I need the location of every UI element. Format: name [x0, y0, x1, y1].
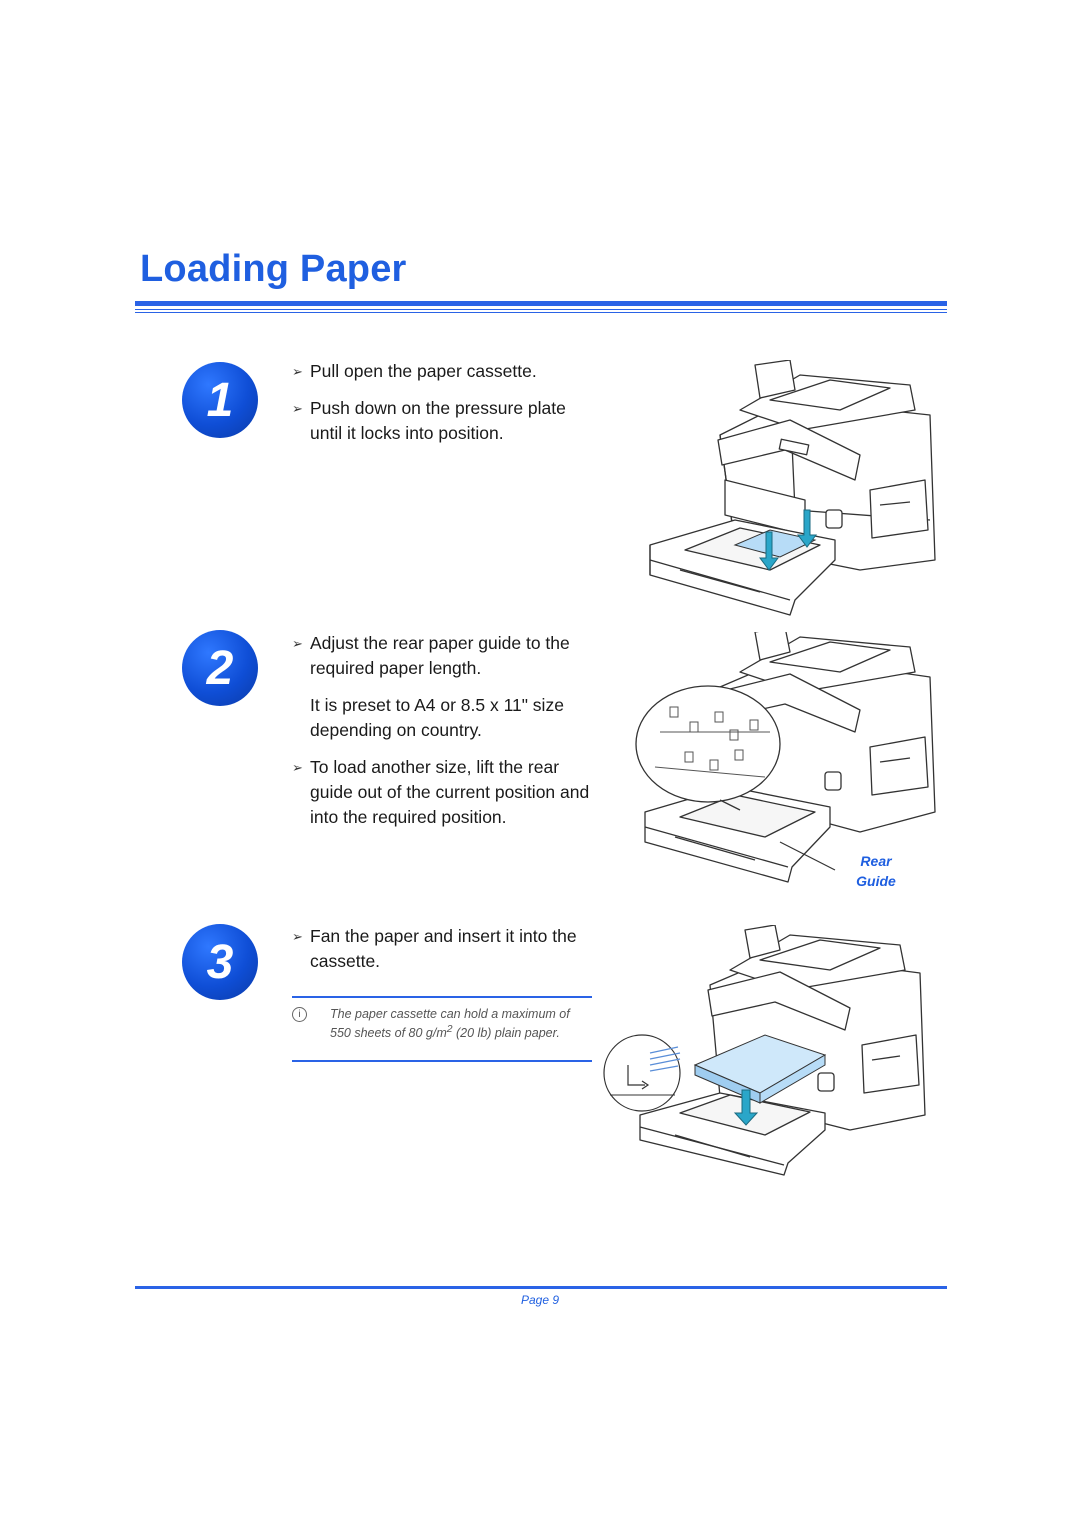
step-1-number: 1: [182, 362, 258, 438]
step-2-instructions: ➢Adjust the rear paper guide to the requ…: [292, 631, 602, 842]
step-1-bullet-2: ➢Push down on the pressure plate until i…: [292, 398, 566, 443]
bullet-arrow-icon: ➢: [292, 760, 303, 775]
page-title: Loading Paper: [140, 248, 407, 290]
info-icon: i: [292, 1007, 307, 1022]
note-rule-top: [292, 996, 592, 998]
callout-line-1: Rear: [860, 853, 892, 869]
step-2-number: 2: [182, 630, 258, 706]
callout-line-2: Guide: [856, 873, 896, 889]
title-rule-thin-2: [135, 312, 947, 313]
footer-rule: [135, 1286, 947, 1289]
step-2-bullet-2: ➢To load another size, lift the rear gui…: [292, 757, 590, 827]
step-3-instructions: ➢Fan the paper and insert it into the ca…: [292, 924, 602, 986]
page-number: Page 9: [520, 1293, 560, 1307]
note-text: The paper cassette can hold a maximum of…: [330, 1007, 570, 1041]
step-2-bullet-1: ➢Adjust the rear paper guide to the requ…: [292, 633, 570, 678]
bullet-arrow-icon: ➢: [292, 929, 303, 944]
step-1-instructions: ➢Pull open the paper cassette. ➢Push dow…: [292, 359, 602, 458]
step-2-illustration: [635, 632, 936, 883]
bullet-arrow-icon: ➢: [292, 401, 303, 416]
bullet-arrow-icon: ➢: [292, 636, 303, 651]
note-rule-bottom: [292, 1060, 592, 1062]
note-box: i The paper cassette can hold a maximum …: [292, 1006, 592, 1041]
rear-guide-callout: Rear Guide: [846, 851, 906, 891]
title-rule: [135, 301, 947, 306]
step-1-illustration: [649, 360, 936, 616]
step-3-illustration: [603, 925, 926, 1176]
step-2-paragraph: It is preset to A4 or 8.5 x 11" size dep…: [310, 695, 564, 740]
step-1-bullet-1: ➢Pull open the paper cassette.: [292, 359, 602, 384]
step-3-bullet-1: ➢Fan the paper and insert it into the ca…: [292, 926, 577, 971]
bullet-arrow-icon: ➢: [292, 364, 303, 379]
title-rule-thin: [135, 309, 947, 310]
step-3-number: 3: [182, 924, 258, 1000]
